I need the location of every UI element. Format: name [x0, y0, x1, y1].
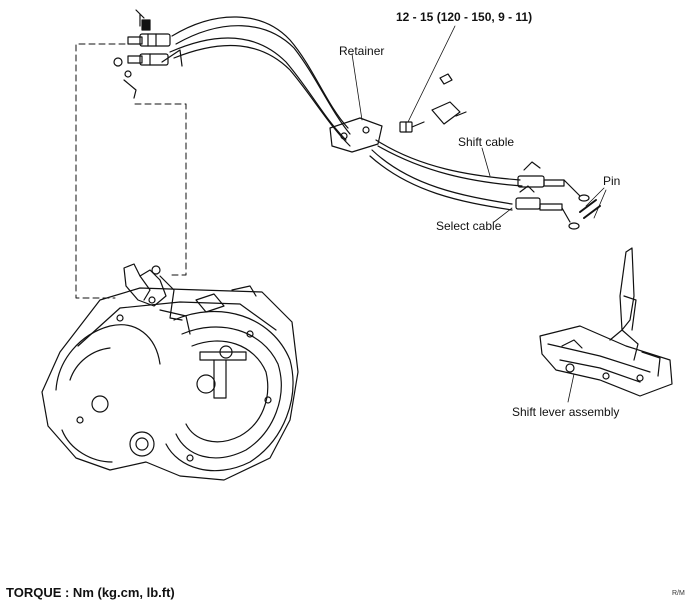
torque-spec-label: 12 - 15 (120 - 150, 9 - 11)	[396, 10, 533, 24]
shift-lever-cable-ends	[481, 147, 590, 230]
pin-label: Pin	[603, 174, 621, 188]
transaxle-icon	[41, 263, 299, 481]
shift-lever-assembly-icon	[539, 247, 673, 403]
transaxle-cable-ends	[113, 9, 183, 99]
bolt-icon	[399, 25, 467, 133]
pin-icon	[579, 187, 607, 219]
cable-pair-icon	[169, 16, 523, 211]
dashed-leader-lines	[75, 43, 187, 299]
retainer-label: Retainer	[339, 44, 385, 58]
reference-code: R/M	[672, 590, 685, 597]
shift-lever-assembly-label: Shift lever assembly	[512, 405, 620, 419]
torque-units-footer: TORQUE : Nm (kg.cm, lb.ft)	[6, 585, 175, 600]
shift-cable-label: Shift cable	[458, 135, 515, 149]
retainer-bracket-icon	[329, 53, 383, 153]
select-cable-label: Select cable	[436, 219, 502, 233]
